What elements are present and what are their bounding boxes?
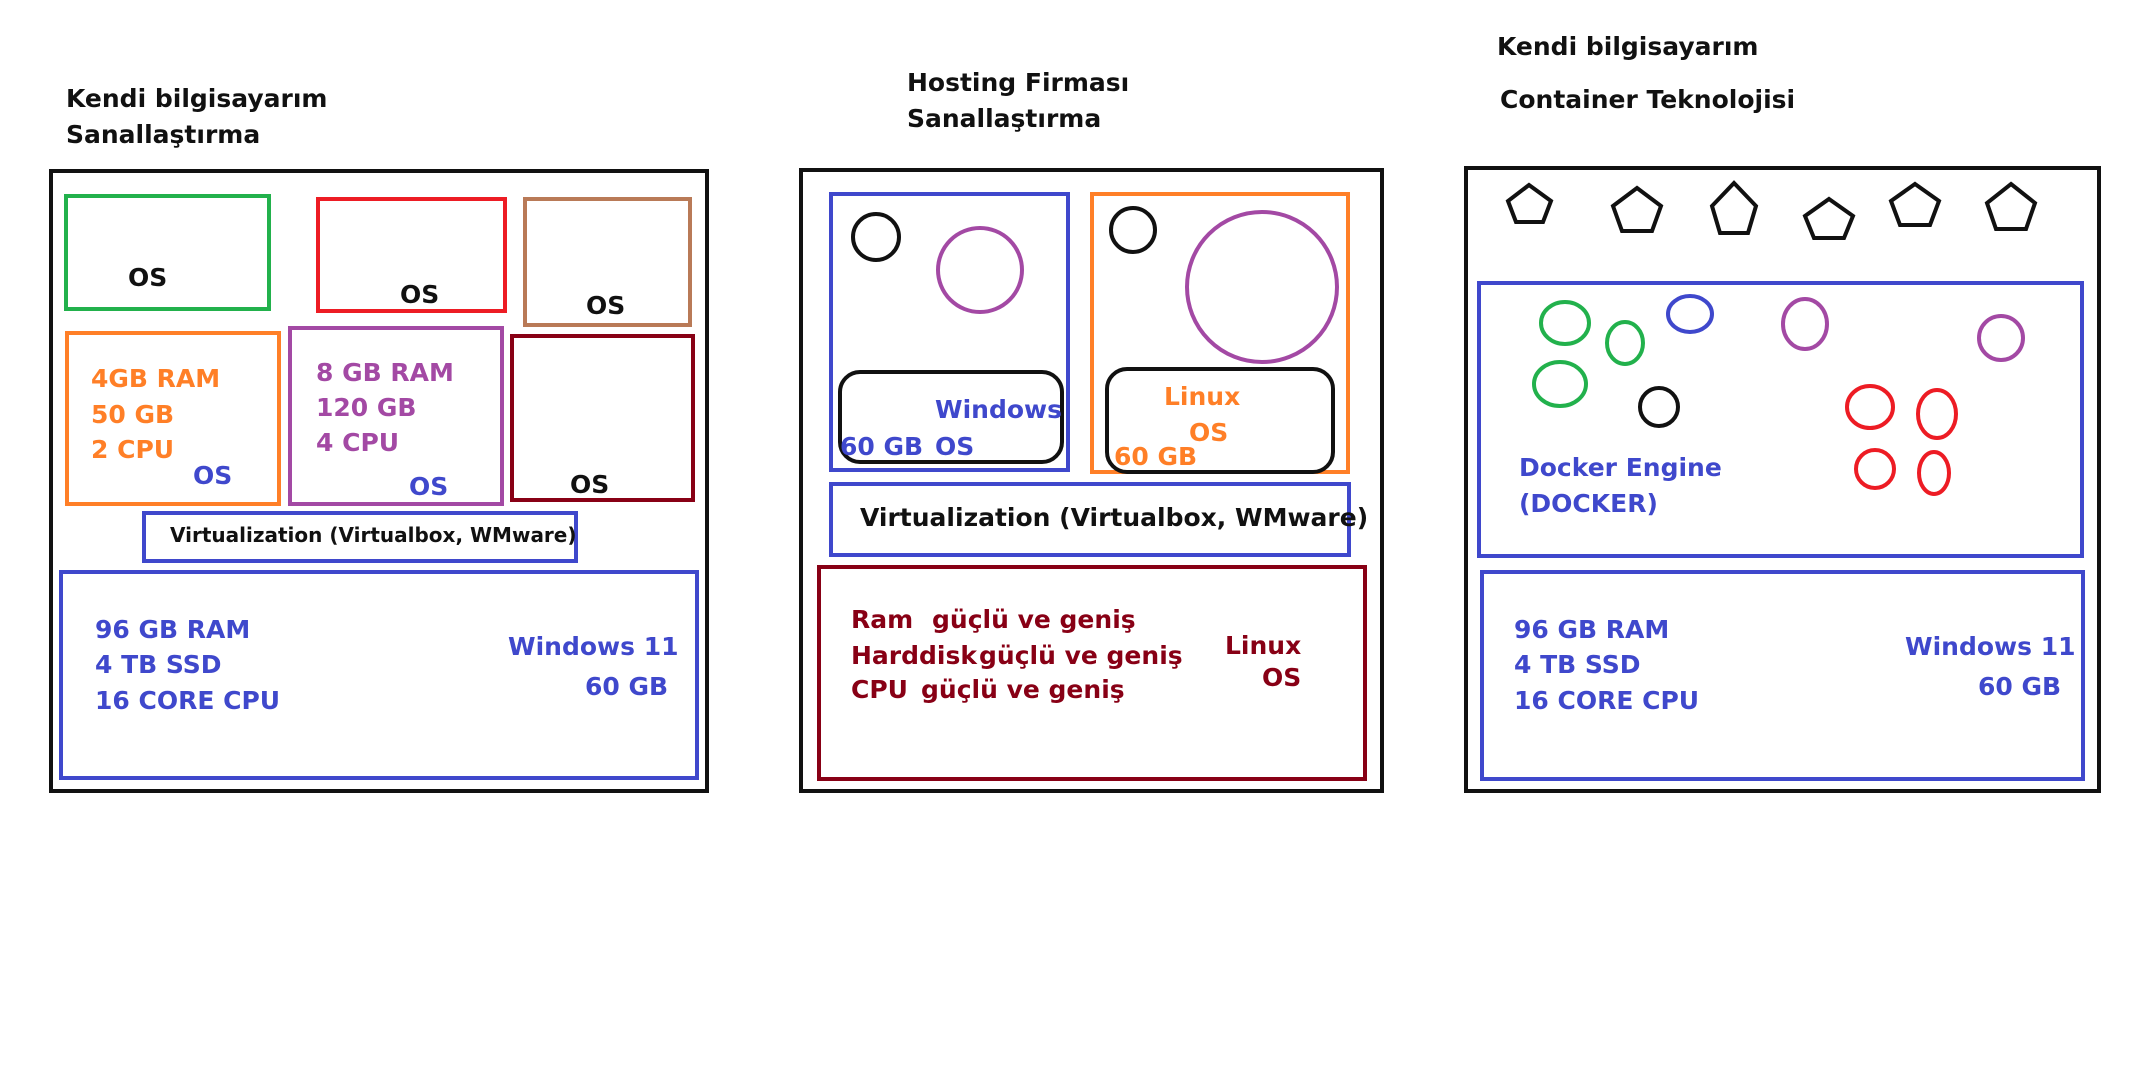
host-box-1 [59, 570, 699, 780]
host-2-os: OS [1262, 663, 1302, 692]
vm-orange-disk: 50 GB [91, 400, 175, 429]
host-2-os-name: Linux [1225, 631, 1302, 660]
vm-orange-os: OS [193, 461, 233, 490]
vm-purple-os: OS [409, 472, 449, 501]
vm-windows-disk [838, 370, 1064, 464]
host-2-ram-desc: güçlü ve geniş [932, 605, 1136, 634]
panel-1-frame [49, 169, 709, 793]
vm-purple-disk: 120 GB [316, 393, 417, 422]
host-3-cpu: 16 CORE CPU [1514, 686, 1700, 715]
host-1-os-size: 60 GB [585, 672, 669, 701]
panel-1-title-line2: Sanallaştırma [66, 120, 261, 149]
docker-engine-box [1477, 281, 2084, 558]
vm-orange-ram: 4GB RAM [91, 364, 221, 393]
docker-engine-sublabel: (DOCKER) [1519, 489, 1658, 518]
vm-purple-ram: 8 GB RAM [316, 358, 454, 387]
vm-windows-box [829, 192, 1070, 472]
panel-3-frame [1464, 166, 2101, 793]
panel-2-frame [799, 168, 1384, 793]
docker-engine-label: Docker Engine [1519, 453, 1722, 482]
vm-purple-box [288, 326, 504, 506]
host-1-ssd: 4 TB SSD [95, 650, 222, 679]
host-3-ram: 96 GB RAM [1514, 615, 1670, 644]
host-2-cpu-desc: güçlü ve geniş [921, 675, 1125, 704]
vm-darkred-os: OS [570, 470, 610, 499]
vm-darkred-box [510, 334, 695, 502]
panel-3-title-line1: Kendi bilgisayarım [1497, 32, 1759, 61]
vm-linux-size: 60 GB [1114, 442, 1198, 471]
host-2-disk-desc: güçlü ve geniş [979, 641, 1183, 670]
host-box-3 [1480, 570, 2085, 781]
host-1-os: Windows 11 [508, 632, 679, 661]
vm-purple-cpu: 4 CPU [316, 428, 400, 457]
panel-3-title-line2: Container Teknolojisi [1500, 85, 1796, 114]
vm-orange-box [65, 331, 281, 506]
host-1-ram: 96 GB RAM [95, 615, 251, 644]
vm-linux-name: Linux [1164, 382, 1241, 411]
host-2-ram-label: Ram [851, 605, 914, 634]
host-box-2 [817, 565, 1367, 781]
vm-red-box [316, 197, 507, 313]
vm-green-box [64, 194, 271, 311]
vm-linux-os: OS [1189, 418, 1229, 447]
panel-2-title-line1: Hosting Firması [907, 68, 1130, 97]
vm-brown-box [523, 197, 692, 327]
virtualization-label-1: Virtualization (Virtualbox, WMware) [170, 523, 577, 547]
vm-brown-os: OS [586, 291, 626, 320]
host-3-os: Windows 11 [1905, 632, 2076, 661]
virtualization-layer-1 [142, 511, 578, 563]
virtualization-label-2: Virtualization (Virtualbox, WMware) [860, 503, 1369, 532]
vm-windows-name: Windows [935, 395, 1062, 424]
vm-green-os: OS [128, 263, 168, 292]
panel-1-title-line1: Kendi bilgisayarım [66, 84, 328, 113]
vm-red-os: OS [400, 280, 440, 309]
vm-orange-cpu: 2 CPU [91, 435, 175, 464]
host-3-ssd: 4 TB SSD [1514, 650, 1641, 679]
host-2-disk-label: Harddisk [851, 641, 977, 670]
panel-2-title-line2: Sanallaştırma [907, 104, 1102, 133]
host-2-cpu-label: CPU [851, 675, 908, 704]
virtualization-layer-2 [829, 482, 1351, 557]
vm-linux-disk [1105, 367, 1335, 474]
vm-windows-size: 60 GB [840, 432, 924, 461]
vm-windows-os: OS [935, 432, 975, 461]
host-1-cpu: 16 CORE CPU [95, 686, 281, 715]
host-3-os-size: 60 GB [1978, 672, 2062, 701]
